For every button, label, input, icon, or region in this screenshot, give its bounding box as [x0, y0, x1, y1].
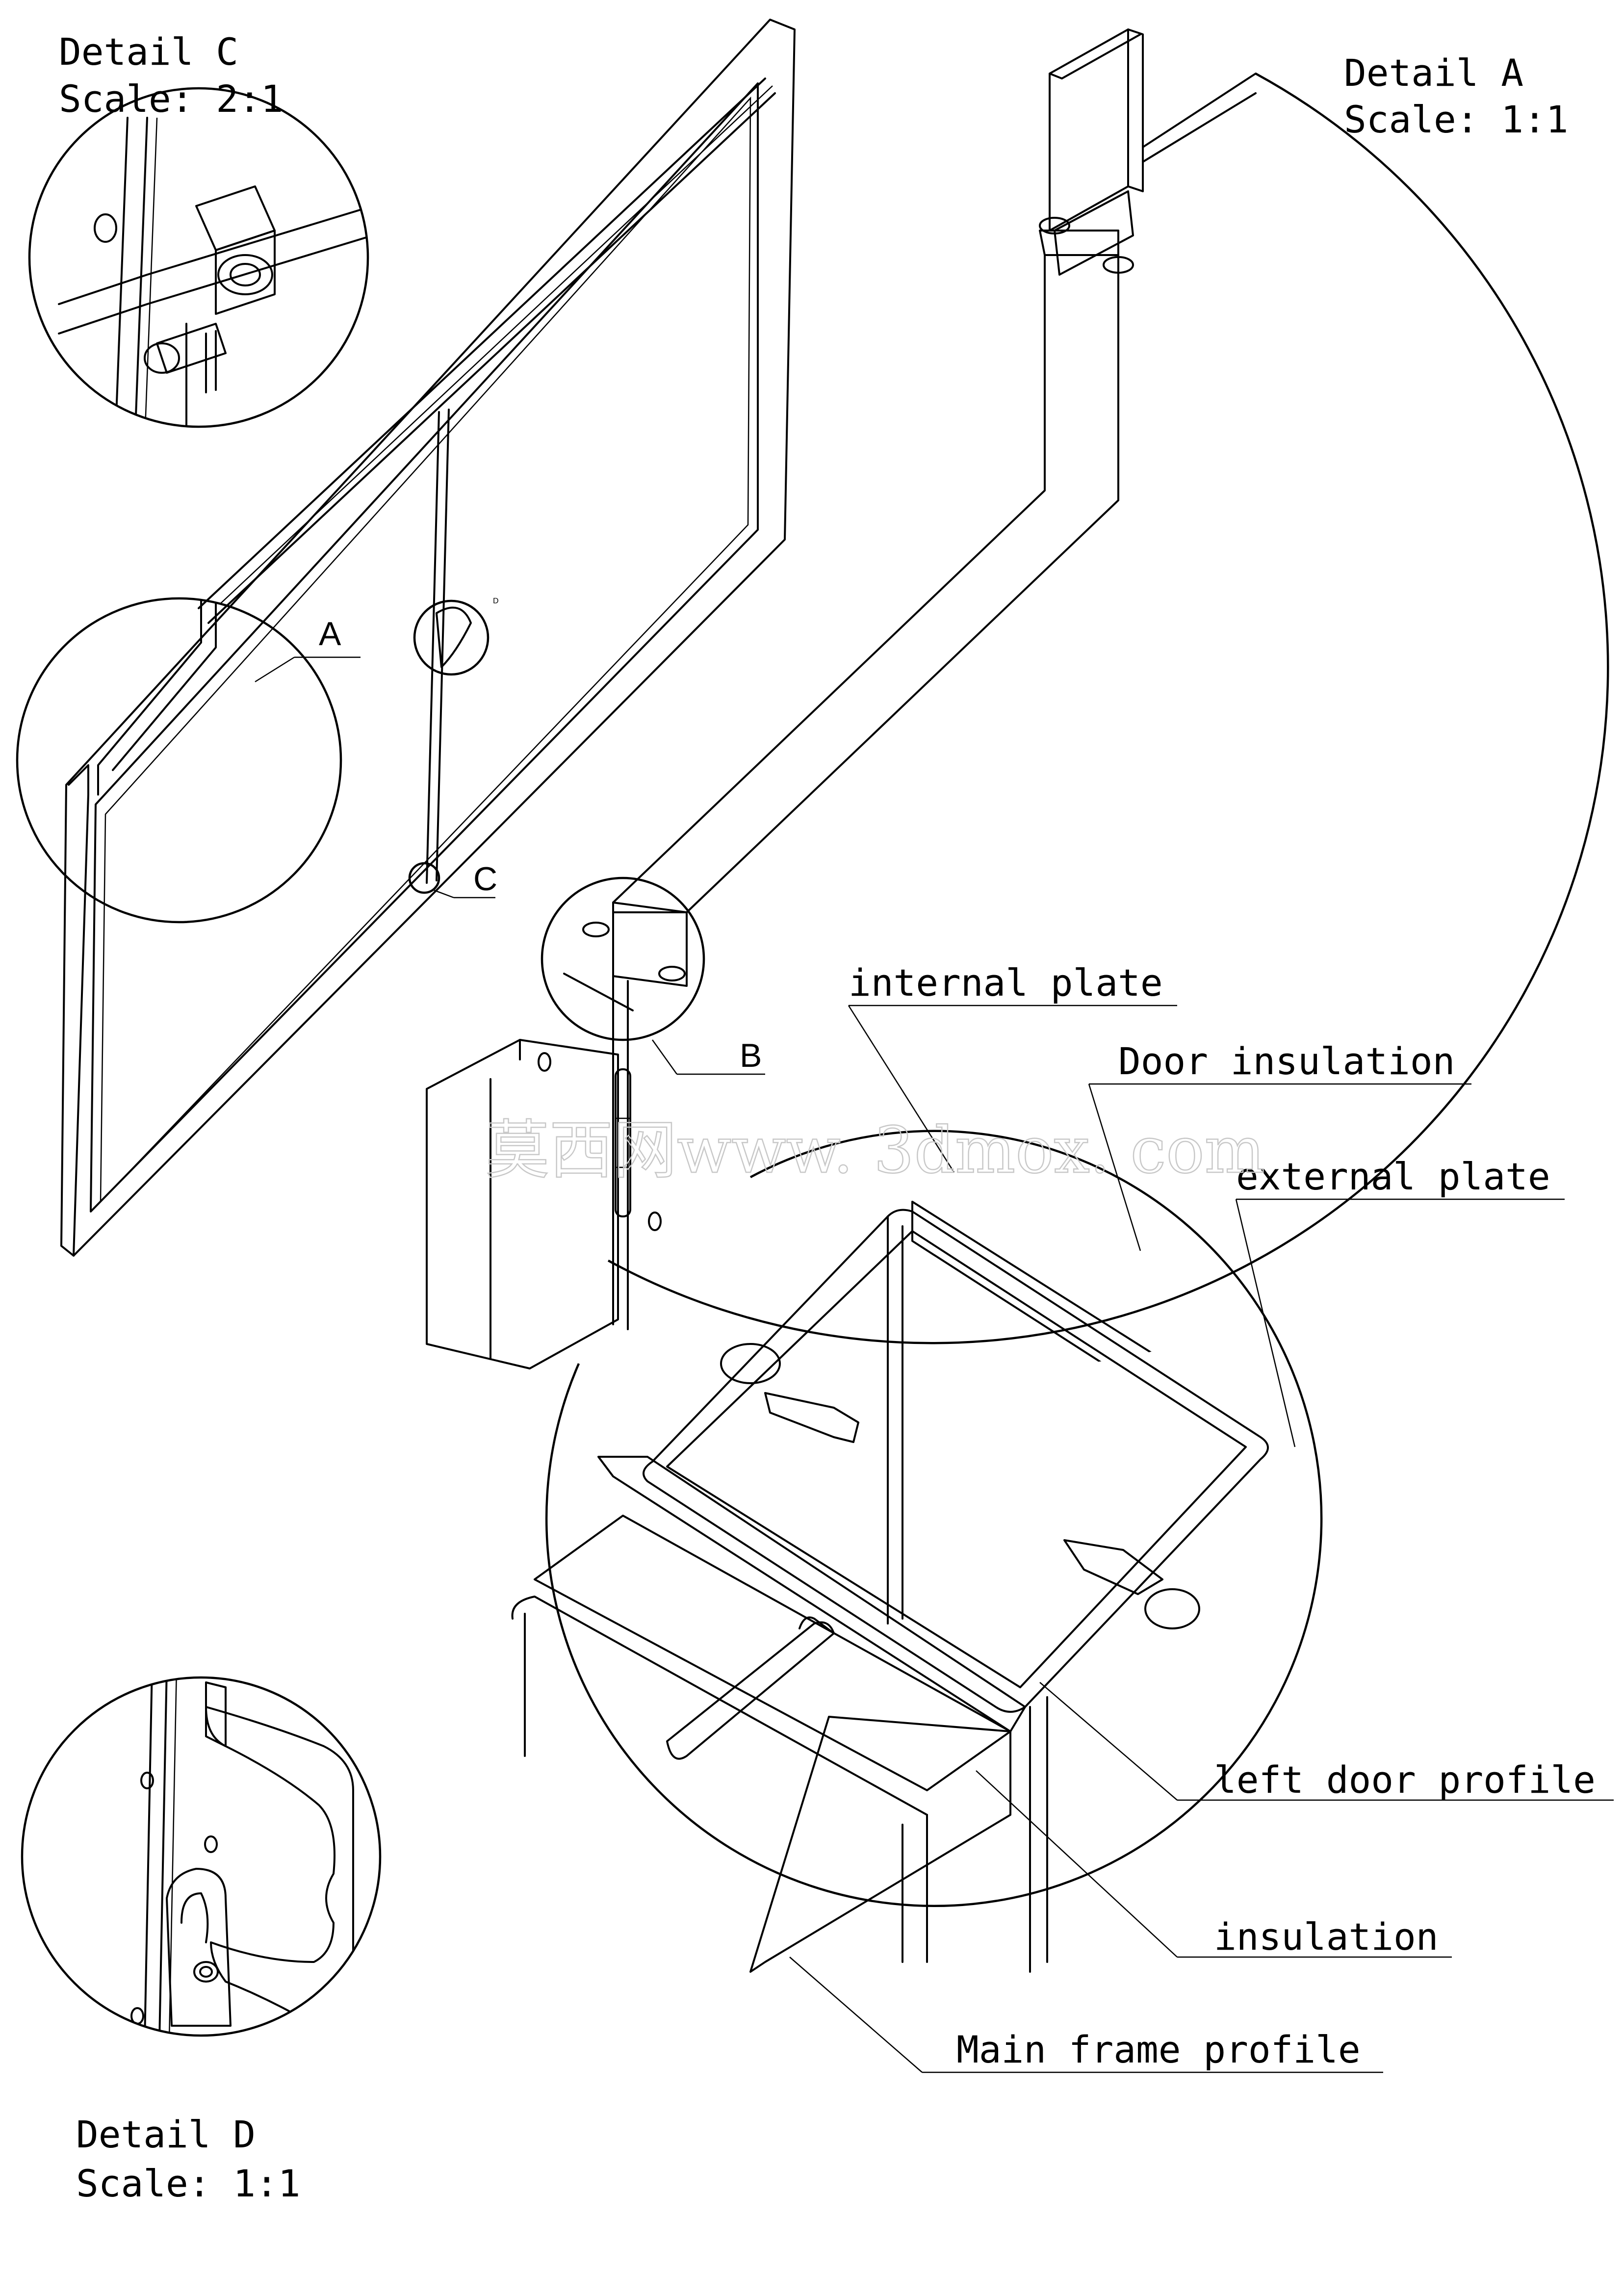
- detail-d-title: Detail D: [76, 2113, 256, 2156]
- detail-b-callout-circle: [541, 877, 705, 1041]
- detail-a-scale: Scale: 1:1: [1344, 98, 1569, 141]
- callout-d-label: D: [493, 597, 499, 605]
- detail-c-circle: [28, 87, 369, 428]
- callout-c-label: C: [473, 860, 497, 898]
- left-door-profile-label: left door profile: [1214, 1758, 1596, 1802]
- section-view: [511, 1130, 1323, 1973]
- door-insulation-label: Door insulation: [1118, 1039, 1455, 1083]
- internal-plate-label: internal plate: [849, 961, 1163, 1005]
- external-plate-label: external plate: [1236, 1155, 1550, 1198]
- detail-b-view: [426, 877, 705, 1369]
- section-labels: internal plate Door insulation external …: [789, 961, 1614, 2073]
- detail-d-scale: Scale: 1:1: [76, 2162, 301, 2205]
- detail-a-view: Detail A Scale: 1:1: [607, 28, 1609, 1344]
- detail-d-callout-circle: [413, 599, 490, 676]
- watermark: 莫西网www. 3dmox. com: [486, 1113, 1265, 1187]
- detail-a-circle: [607, 73, 1609, 1344]
- detail-c-title: Detail C: [59, 30, 238, 74]
- detail-a-title: Detail A: [1344, 51, 1523, 95]
- detail-c-scale: Scale: 2:1: [59, 77, 284, 121]
- main-frame-profile-label: Main frame profile: [956, 2028, 1361, 2071]
- insulation-label: insulation: [1214, 1915, 1439, 1959]
- detail-c-callout-circle: [408, 862, 440, 894]
- detail-c-view: Detail C Scale: 2:1: [28, 30, 369, 428]
- detail-d-view: Detail D Scale: 1:1: [21, 1676, 382, 2205]
- detail-d-circle: [21, 1676, 382, 2037]
- callout-b-label: B: [740, 1037, 762, 1074]
- callout-a-label: A: [319, 615, 341, 652]
- hinge-drawing: [58, 117, 368, 427]
- padlock-handle-drawing: [130, 1677, 354, 2036]
- door-panel-overview: A C B D: [16, 19, 796, 1257]
- detail-a-callout-circle: [16, 597, 342, 924]
